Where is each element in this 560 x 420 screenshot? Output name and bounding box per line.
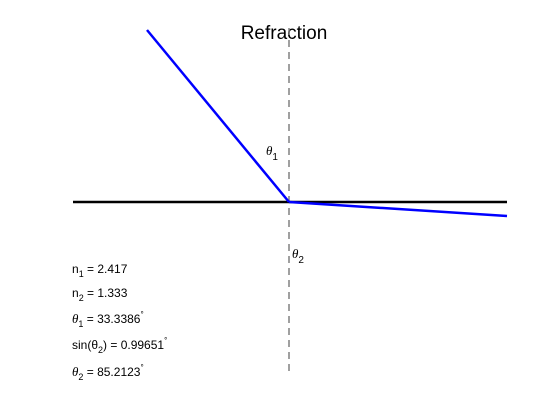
refracted-ray	[288, 200, 508, 218]
readout-n1: n1 = 2.417	[72, 262, 128, 279]
theta2-label: θ2	[292, 246, 304, 266]
incident-ray	[146, 29, 290, 203]
readout-sin-theta2: sin(θ2) = 0.99651°	[72, 336, 167, 355]
readout-n2-prefix: n	[72, 286, 79, 300]
readout-theta1-prefix: θ	[72, 311, 79, 326]
theta1-subscript: 1	[272, 152, 278, 163]
readout-theta2-degree: °	[140, 363, 143, 372]
readout-sin-theta2-prefix: sin(θ	[72, 338, 98, 352]
readout-n1-value: = 2.417	[84, 262, 128, 276]
theta2-symbol: θ	[292, 246, 299, 261]
readout-sin-theta2-subscript: 2	[98, 345, 103, 355]
readout-theta1-subscript: 1	[78, 319, 83, 329]
readout-panel: n1 = 2.417 n2 = 1.333 θ1 = 33.3386° sin(…	[72, 262, 167, 382]
readout-theta2-value: = 85.2123	[83, 365, 140, 379]
readout-theta1: θ1 = 33.3386°	[72, 310, 144, 329]
readout-n2-subscript: 2	[79, 293, 84, 303]
readout-n1-prefix: n	[72, 262, 79, 276]
readout-n2: n2 = 1.333	[72, 286, 128, 303]
readout-n1-subscript: 1	[79, 269, 84, 279]
theta1-label: θ1	[266, 143, 278, 163]
readout-theta1-value: = 33.3386	[83, 312, 140, 326]
readout-n2-value: = 1.333	[84, 286, 128, 300]
theta1-symbol: θ	[266, 143, 273, 158]
readout-theta1-degree: °	[140, 310, 143, 319]
readout-theta2: θ2 = 85.2123°	[72, 363, 144, 382]
readout-theta2-prefix: θ	[72, 364, 79, 379]
figure-title: Refraction	[241, 23, 328, 44]
readout-sin-theta2-value: ) = 0.99651	[103, 338, 164, 352]
readout-sin-theta2-degree: °	[164, 336, 167, 345]
theta2-subscript: 2	[298, 255, 304, 266]
readout-theta2-subscript: 2	[78, 372, 83, 382]
